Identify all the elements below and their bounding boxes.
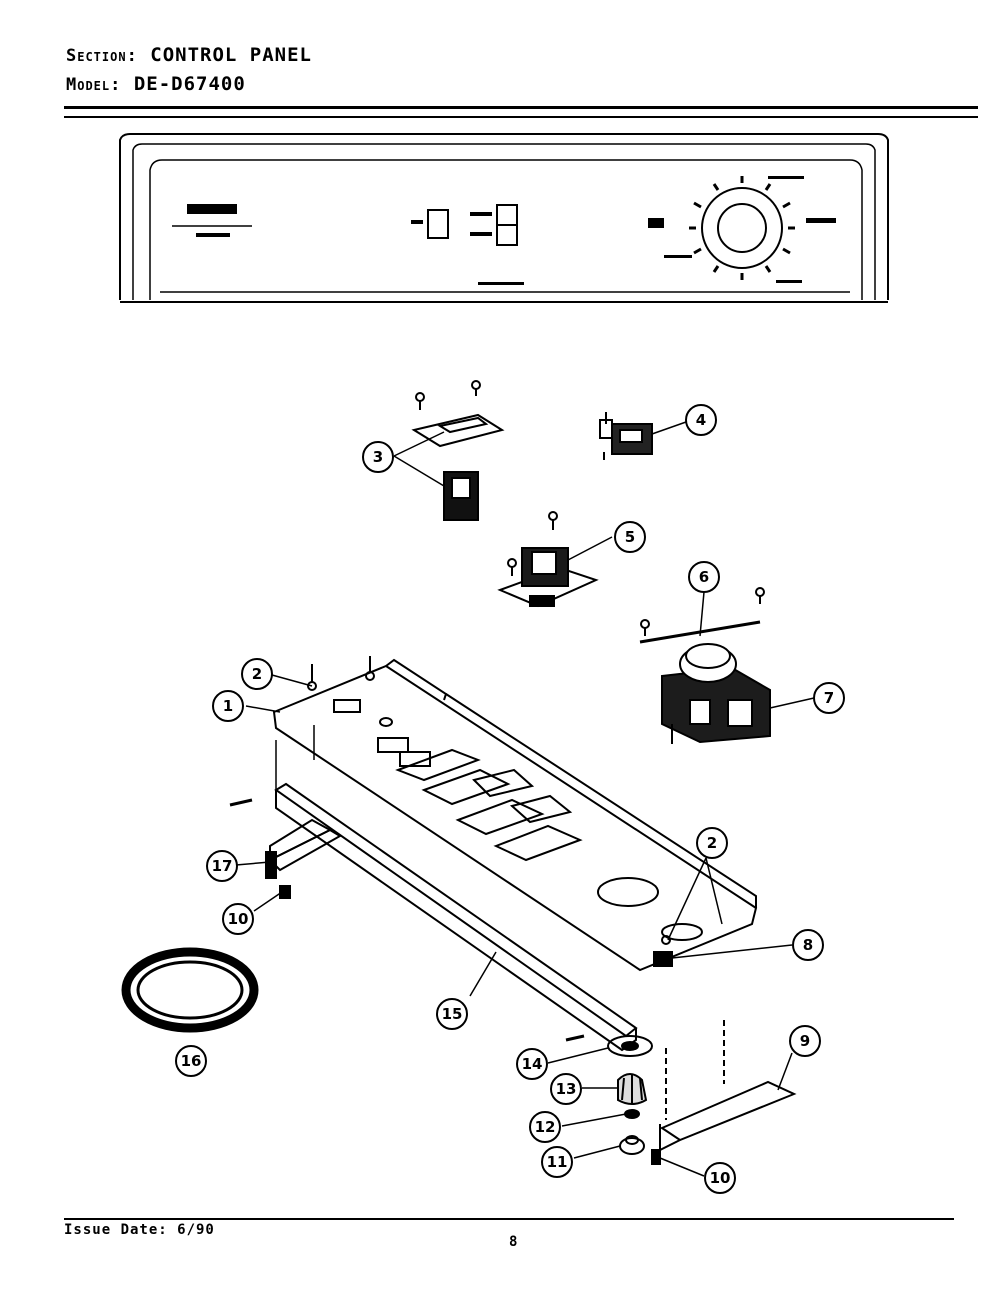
part-7-timer bbox=[661, 643, 771, 744]
callout-label: 4 bbox=[696, 411, 706, 429]
callout-8: 8 bbox=[792, 929, 824, 961]
part-8-screw-bracket bbox=[653, 935, 673, 967]
start-button bbox=[427, 209, 449, 239]
callout-label: 13 bbox=[556, 1080, 577, 1098]
part-4-signal-switch bbox=[599, 412, 653, 460]
model-heading: Model: DE-D67400 bbox=[66, 73, 246, 95]
callout-label: 10 bbox=[228, 910, 249, 928]
section-key: Section: bbox=[66, 46, 138, 66]
callout-label: 3 bbox=[373, 448, 383, 466]
callout-label: 10 bbox=[710, 1169, 731, 1187]
callout-2: 2 bbox=[696, 827, 728, 859]
callout-label: 15 bbox=[442, 1005, 463, 1023]
callout-4: 4 bbox=[685, 404, 717, 436]
part-1-control-panel bbox=[272, 656, 758, 972]
callout-15: 15 bbox=[436, 998, 468, 1030]
callout-12: 12 bbox=[529, 1111, 561, 1143]
section-heading: Section: CONTROL PANEL bbox=[66, 44, 312, 66]
part-5-temperature-switch bbox=[497, 511, 599, 608]
callout-1: 1 bbox=[212, 690, 244, 722]
callout-label: 2 bbox=[707, 834, 717, 852]
part-10-clip-lower bbox=[651, 1149, 661, 1165]
footer-rule bbox=[64, 1218, 954, 1220]
callout-label: 7 bbox=[824, 689, 834, 707]
callout-label: 14 bbox=[522, 1055, 543, 1073]
callout-3: 3 bbox=[362, 441, 394, 473]
part-16-wire-harness bbox=[121, 947, 259, 1033]
callout-label: 16 bbox=[181, 1052, 202, 1070]
callout-label: 9 bbox=[800, 1032, 810, 1050]
callout-11: 11 bbox=[541, 1146, 573, 1178]
callout-16: 16 bbox=[175, 1045, 207, 1077]
issue-date: Issue Date: 6/90 bbox=[64, 1222, 215, 1238]
brand-logo bbox=[187, 204, 237, 214]
callout-10: 10 bbox=[222, 903, 254, 935]
model-key: Model: bbox=[66, 75, 122, 95]
callout-label: 2 bbox=[252, 665, 262, 683]
callout-label: 1 bbox=[223, 697, 233, 715]
page-number: 8 bbox=[509, 1234, 518, 1250]
callout-17: 17 bbox=[206, 850, 238, 882]
model-value: DE-D67400 bbox=[133, 73, 246, 95]
timer-dial-ring bbox=[701, 187, 783, 269]
part-3-push-button-switch bbox=[411, 380, 505, 521]
callout-label: 17 bbox=[212, 857, 233, 875]
callout-10: 10 bbox=[704, 1162, 736, 1194]
header-rule-bottom bbox=[64, 116, 978, 118]
part-9-end-cap-bracket bbox=[659, 1020, 797, 1152]
callout-6: 6 bbox=[688, 561, 720, 593]
callout-label: 6 bbox=[699, 568, 709, 586]
callout-7: 7 bbox=[813, 682, 845, 714]
callout-5: 5 bbox=[614, 521, 646, 553]
callout-2: 2 bbox=[241, 658, 273, 690]
part-14-dial-skirt bbox=[607, 1035, 653, 1057]
callout-label: 8 bbox=[803, 936, 813, 954]
part-12-knob-clip bbox=[624, 1109, 640, 1119]
callout-label: 11 bbox=[547, 1153, 568, 1171]
callout-13: 13 bbox=[550, 1073, 582, 1105]
part-11-knob-spring bbox=[619, 1135, 645, 1155]
callout-14: 14 bbox=[516, 1048, 548, 1080]
part-17-end-bracket bbox=[229, 798, 342, 879]
callout-9: 9 bbox=[789, 1025, 821, 1057]
header-rule-top bbox=[64, 106, 978, 109]
callout-label: 5 bbox=[625, 528, 635, 546]
part-13-timer-knob bbox=[617, 1073, 648, 1105]
section-value: CONTROL PANEL bbox=[150, 44, 312, 66]
timer-knob bbox=[717, 203, 767, 253]
part-10-clip-upper bbox=[279, 885, 291, 899]
callout-label: 12 bbox=[535, 1118, 556, 1136]
control-panel-front-view bbox=[119, 133, 889, 303]
